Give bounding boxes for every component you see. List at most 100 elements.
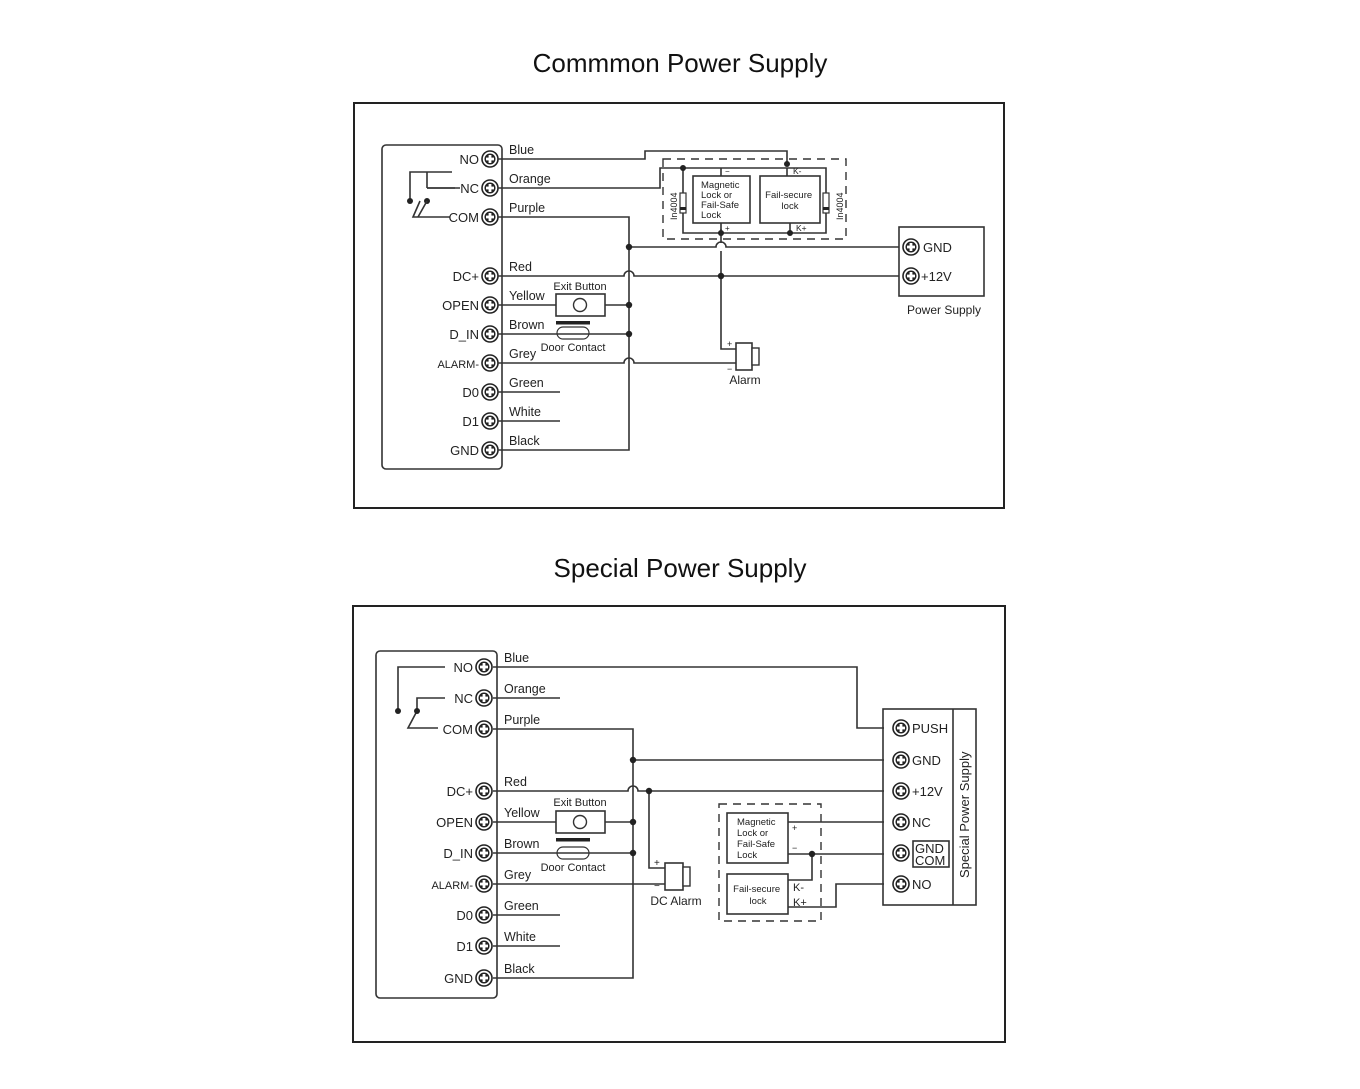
terminal-screw-icon bbox=[475, 720, 493, 738]
terminal-label: D1 bbox=[462, 414, 479, 429]
terminal-label: NO bbox=[460, 152, 480, 167]
lock-wiring bbox=[788, 821, 884, 908]
terminal-screw-icon bbox=[481, 267, 499, 285]
wire-color-label: Green bbox=[509, 376, 544, 390]
terminal-label: GND bbox=[450, 443, 479, 458]
diagram-special: NOBlueNCOrangeCOMPurpleDC+RedOPENYellowD… bbox=[352, 605, 1006, 1043]
alarm-minus: − bbox=[654, 881, 660, 892]
controller-terminals: NOBlueNCOrangeCOMPurpleDC+RedOPENYellowD… bbox=[431, 651, 546, 987]
terminal-screw-icon bbox=[475, 813, 493, 831]
lock-wiring bbox=[682, 167, 827, 234]
terminal-screw-icon bbox=[481, 412, 499, 430]
wire-orange bbox=[498, 167, 683, 189]
wire-red bbox=[498, 270, 899, 277]
fail-secure-label: Fail-secure lock bbox=[733, 884, 783, 907]
ps-gnd-label: GND bbox=[923, 240, 952, 255]
mag-minus: − bbox=[725, 167, 730, 176]
wire-green-white bbox=[498, 391, 560, 422]
alarm-symbol bbox=[735, 342, 753, 371]
fail-secure-label: Fail-secure lock bbox=[765, 190, 815, 212]
exit-button-symbol bbox=[555, 293, 606, 317]
terminal-screw-icon bbox=[481, 179, 499, 197]
wire-color-label: White bbox=[504, 930, 536, 944]
wire-color-label: Blue bbox=[509, 143, 534, 157]
diode-label-right: In4004 bbox=[835, 192, 845, 220]
diagram-title-special: Special Power Supply bbox=[553, 553, 807, 583]
gnd-com-label: GND COM bbox=[915, 841, 948, 868]
lock-group-box bbox=[662, 158, 847, 240]
diagram-frame bbox=[352, 605, 1006, 1043]
terminal-label: COM bbox=[449, 210, 479, 225]
wire-blue bbox=[493, 666, 884, 729]
dc-alarm-symbol bbox=[664, 862, 684, 891]
terminal-label: NC bbox=[454, 691, 473, 706]
controller-terminals: NOBlueNCOrangeCOMPurpleDC+RedOPENYellowD… bbox=[437, 143, 551, 459]
terminal-label: D_IN bbox=[443, 846, 473, 861]
sps-terminal-label: NO bbox=[912, 877, 932, 892]
diode-label-left: In4004 bbox=[669, 192, 679, 220]
terminal-screw-icon bbox=[481, 354, 499, 372]
terminal-label: D0 bbox=[456, 908, 473, 923]
terminal-label: D_IN bbox=[449, 327, 479, 342]
door-contact-label: Door Contact bbox=[541, 862, 606, 874]
wire-color-label: Black bbox=[509, 434, 540, 448]
terminal-label: OPEN bbox=[436, 815, 473, 830]
power-supply-box bbox=[898, 226, 985, 297]
terminal-label: OPEN bbox=[442, 298, 479, 313]
wire-color-label: Brown bbox=[504, 837, 539, 851]
wire-red bbox=[493, 785, 884, 792]
wire-blue bbox=[498, 150, 788, 164]
k-minus: K- bbox=[793, 166, 802, 176]
controller-body bbox=[381, 144, 503, 470]
fail-secure-lock-box bbox=[759, 175, 821, 224]
sps-terminal-label: GND bbox=[912, 753, 941, 768]
terminal-screw-icon bbox=[892, 813, 910, 831]
relay-symbol bbox=[409, 171, 460, 218]
sps-terminal-label: +12V bbox=[912, 784, 943, 799]
terminal-screw-icon bbox=[475, 689, 493, 707]
wire-color-label: White bbox=[509, 405, 541, 419]
special-power-supply-label: Special Power Supply bbox=[957, 751, 972, 878]
terminal-label: D1 bbox=[456, 939, 473, 954]
wire-color-label: Yellow bbox=[509, 289, 546, 303]
controller-body bbox=[375, 650, 498, 999]
exit-button-symbol bbox=[555, 810, 606, 834]
terminal-label: ALARM- bbox=[431, 880, 473, 892]
wire-grey bbox=[498, 357, 736, 364]
k-minus: K- bbox=[793, 882, 804, 894]
wire-color-label: Grey bbox=[509, 347, 537, 361]
terminal-screw-icon bbox=[475, 875, 493, 893]
mag-minus: − bbox=[792, 843, 797, 853]
wire-green-white bbox=[493, 914, 560, 947]
wire-gnd bbox=[629, 241, 899, 248]
diagram-common: NOBlueNCOrangeCOMPurpleDC+RedOPENYellowD… bbox=[353, 102, 1005, 509]
terminal-label: NC bbox=[460, 181, 479, 196]
terminal-screw-icon bbox=[481, 150, 499, 168]
mag-lock-box bbox=[692, 175, 751, 224]
wire-color-label: Purple bbox=[509, 201, 545, 215]
terminal-screw-icon bbox=[481, 441, 499, 459]
k-plus: K+ bbox=[796, 223, 807, 233]
dc-alarm-label: DC Alarm bbox=[650, 894, 701, 908]
terminal-label: D0 bbox=[462, 385, 479, 400]
mag-lock-label: Magnetic Lock or Fail-Safe Lock bbox=[701, 180, 742, 221]
wire-alarm-plus bbox=[648, 791, 665, 869]
alarm-plus: + bbox=[654, 858, 660, 869]
alarm-minus: − bbox=[727, 364, 732, 374]
diagram-title-common: Commmon Power Supply bbox=[532, 48, 828, 78]
door-contact-label: Door Contact bbox=[541, 342, 606, 354]
terminal-label: GND bbox=[444, 971, 473, 986]
wire-color-label: Brown bbox=[509, 318, 544, 332]
terminal-label: DC+ bbox=[453, 269, 479, 284]
terminal-screw-icon bbox=[481, 208, 499, 226]
terminal-screw-icon bbox=[892, 844, 910, 862]
wire-color-label: Red bbox=[509, 260, 532, 274]
exit-button-label: Exit Button bbox=[553, 797, 606, 809]
mag-lock-label: Magnetic Lock or Fail-Safe Lock bbox=[737, 817, 778, 861]
terminal-screw-icon bbox=[892, 719, 910, 737]
special-power-supply-box bbox=[882, 708, 977, 906]
relay-symbol bbox=[397, 666, 445, 729]
terminal-screw-icon bbox=[481, 383, 499, 401]
door-contact-symbol bbox=[556, 321, 590, 325]
